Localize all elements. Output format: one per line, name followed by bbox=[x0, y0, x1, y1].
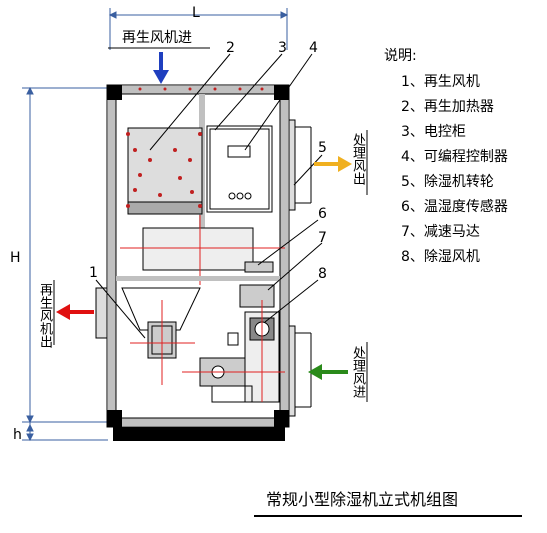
legend-item: 7、减速马达 bbox=[401, 224, 480, 240]
legend-item: 3、电控柜 bbox=[401, 124, 466, 140]
flanges bbox=[95, 119, 312, 417]
legend-item: 6、温湿度传感器 bbox=[401, 199, 508, 215]
legend-item: 4、可编程控制器 bbox=[401, 149, 508, 165]
callout-8: 8 bbox=[318, 266, 327, 282]
legend-item: 5、除湿机转轮 bbox=[401, 174, 494, 190]
callout-leaders bbox=[95, 53, 323, 339]
regen-inlet-label: 再生风机进 bbox=[122, 30, 192, 46]
legend-title: 说明: bbox=[384, 48, 417, 64]
process-outlet-label: 处理风出 bbox=[350, 133, 365, 185]
airflow-arrows bbox=[56, 52, 352, 380]
legend-item: 2、再生加热器 bbox=[401, 99, 494, 115]
legend-item: 8、除湿风机 bbox=[401, 249, 480, 265]
diagram-caption: 常规小型除湿机立式机组图 bbox=[266, 490, 459, 509]
dimension-height bbox=[22, 86, 108, 442]
regen-outlet-label: 再生风机出 bbox=[37, 283, 52, 348]
legend-item: 1、再生风机 bbox=[401, 74, 480, 90]
cabinet-frame bbox=[106, 84, 290, 441]
top-vents bbox=[138, 87, 264, 91]
process-inlet-label: 处理风进 bbox=[350, 346, 365, 398]
dim-base-label: h bbox=[13, 427, 22, 443]
callout-7: 7 bbox=[318, 230, 327, 246]
callout-2: 2 bbox=[226, 40, 235, 56]
callout-5: 5 bbox=[318, 140, 327, 156]
dimension-width bbox=[108, 8, 289, 50]
callout-1: 1 bbox=[89, 265, 98, 281]
callout-6: 6 bbox=[318, 206, 327, 222]
dim-width-label: L bbox=[192, 5, 200, 21]
dim-height-label: H bbox=[10, 250, 21, 266]
callout-4: 4 bbox=[309, 40, 318, 56]
caption-underline bbox=[254, 515, 522, 517]
callout-3: 3 bbox=[278, 40, 287, 56]
